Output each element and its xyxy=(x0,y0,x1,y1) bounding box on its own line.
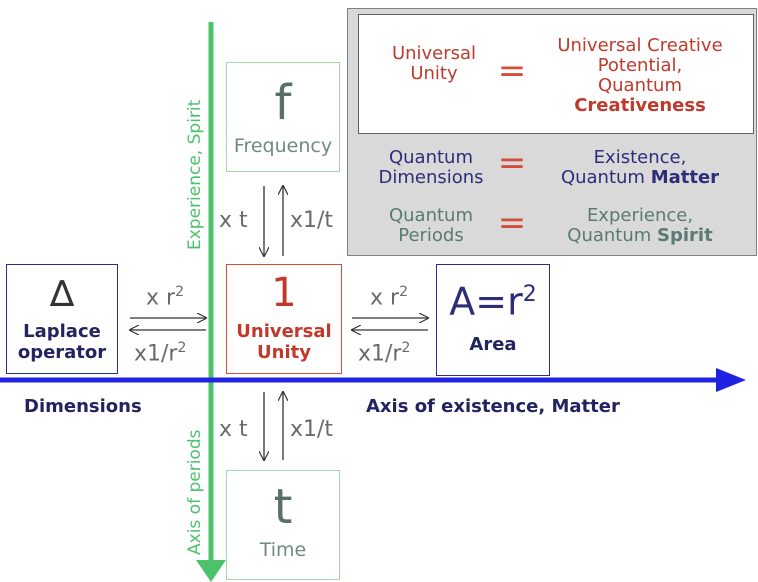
laplace-box: ∆ Laplace operator xyxy=(6,264,118,374)
unity-label-1: Universal xyxy=(236,321,332,342)
legend-equals-1: = xyxy=(497,51,527,91)
left-divide-r2-label: x1/r2 xyxy=(134,340,187,367)
area-symbol: A=r2 xyxy=(449,279,537,324)
legend-periods-label: Quantum Periods xyxy=(388,205,473,246)
laplace-label-1: Laplace xyxy=(23,321,101,342)
lower-divide-t-label: x1/t xyxy=(290,417,334,442)
horizontal-axis-arrowhead xyxy=(716,368,746,392)
vertical-axis-top-label: Experience, Spirit xyxy=(185,99,205,250)
area-label: Area xyxy=(469,333,517,355)
right-multiply-r2-label: x r2 xyxy=(370,284,408,311)
legend-equals-3: = xyxy=(497,203,527,243)
frequency-symbol: f xyxy=(274,75,292,131)
time-box: t Time xyxy=(226,470,340,580)
unity-label-2: Unity xyxy=(257,342,311,363)
legend-creative-text: Universal Creative Potential, Quantum Cr… xyxy=(557,35,723,116)
upper-multiply-t-label: x t xyxy=(219,208,248,233)
legend-unity-label: Universal Unity xyxy=(391,43,477,84)
legend-spirit-text: Experience, Quantum Spirit xyxy=(567,205,713,246)
legend-dimensions-label: Quantum Dimensions xyxy=(378,147,484,188)
left-multiply-r2-label: x r2 xyxy=(146,284,184,311)
time-label: Time xyxy=(259,539,307,561)
laplace-label-2: operator xyxy=(17,342,107,363)
time-symbol: t xyxy=(273,479,293,535)
frequency-label: Frequency xyxy=(233,135,333,157)
legend-equals-2: = xyxy=(497,143,527,183)
area-box: A=r2 Area xyxy=(436,264,550,376)
laplace-symbol: ∆ xyxy=(49,274,75,315)
lower-multiply-t-label: x t xyxy=(219,417,248,442)
vertical-axis-bottom-label: Axis of periods xyxy=(185,429,205,555)
frequency-box: f Frequency xyxy=(226,62,340,172)
vertical-axis-arrowhead xyxy=(196,560,226,582)
legend-unity-box xyxy=(358,14,754,134)
legend-matter-text: Existence, Quantum Matter xyxy=(560,147,720,188)
unity-symbol: 1 xyxy=(271,270,297,316)
unity-box: 1 Universal Unity xyxy=(226,264,342,374)
horizontal-axis-left-label: Dimensions xyxy=(24,396,142,417)
upper-divide-t-label: x1/t xyxy=(290,208,334,233)
right-divide-r2-label: x1/r2 xyxy=(358,340,411,367)
horizontal-axis-right-label: Axis of existence, Matter xyxy=(366,396,620,417)
